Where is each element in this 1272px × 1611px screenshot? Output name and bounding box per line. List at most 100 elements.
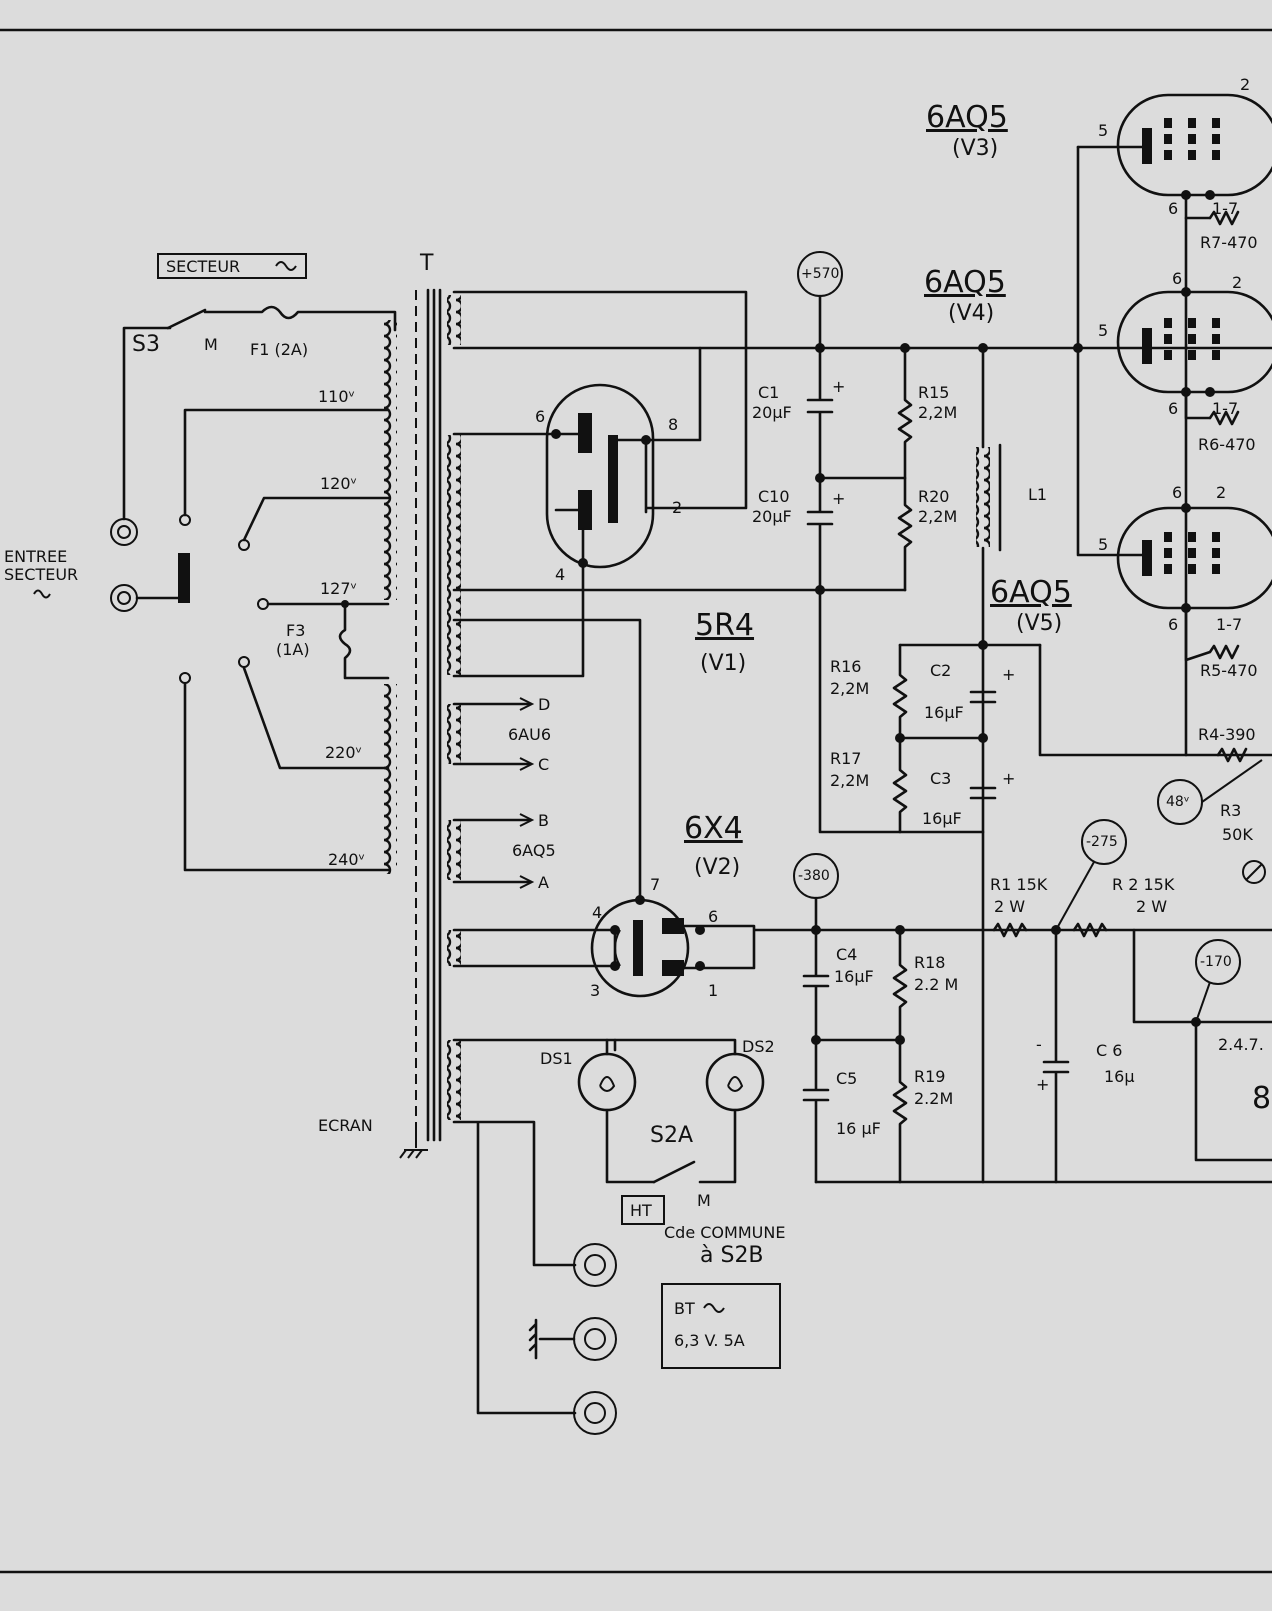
v3-envelope [1116, 93, 1272, 197]
c6-value: 16μ [1104, 1067, 1135, 1086]
bt-jack-3 [573, 1391, 617, 1435]
r16-label: R16 [830, 657, 861, 676]
heater-6au6-label: 6AU6 [508, 725, 551, 744]
v3-ref-label: (V3) [952, 136, 998, 161]
ds1-label: DS1 [540, 1049, 573, 1068]
v3-pin17: 1-7 [1212, 199, 1238, 218]
r19-label: R19 [914, 1067, 945, 1086]
v4-type-label: 6AQ5 [924, 265, 1006, 300]
primary-winding-1 [383, 320, 397, 600]
s2a-label: S2A [650, 1123, 693, 1148]
c6-capacitor [1042, 928, 1070, 1184]
v2-type-label: 6X4 [684, 811, 743, 846]
r1-watt: 2 W [994, 897, 1025, 916]
v3-type-label: 6AQ5 [926, 100, 1008, 135]
primary-winding-2 [383, 684, 397, 874]
v4-envelope [1116, 290, 1272, 394]
r18-label: R18 [914, 953, 945, 972]
pins-247-label: 2.4.7. [1218, 1035, 1264, 1054]
heater-6aq5-winding [447, 820, 461, 880]
f3-label-1: F3 [286, 621, 305, 640]
bias-winding [447, 930, 461, 966]
r16-resistor [892, 643, 908, 740]
ht-label: HT [630, 1201, 652, 1220]
tap-d-label: D [538, 695, 550, 714]
bt-jack-1 [573, 1243, 617, 1287]
r2-label: R 2 15K [1112, 875, 1175, 894]
heater-6au6-winding [447, 704, 461, 764]
tap-a-label: A [538, 873, 549, 892]
r19-resistor [892, 1038, 908, 1184]
v4-pin2: 2 [1232, 273, 1242, 292]
chassis-ground-icon [528, 1318, 576, 1360]
tp-48-value: 48ᵛ [1166, 794, 1190, 810]
r18-value: 2.2 M [914, 975, 958, 994]
tap-120-wire [242, 496, 390, 542]
bt-label: BT [674, 1299, 695, 1318]
c3-label: C3 [930, 769, 951, 788]
r20-value: 2,2M [918, 507, 957, 526]
ht-secondary-winding [447, 435, 461, 675]
c4-value: 16μF [834, 967, 874, 986]
v1-pin2: 2 [672, 498, 682, 517]
c4-label: C4 [836, 945, 857, 964]
r20-label: R20 [918, 487, 949, 506]
c4-capacitor [802, 928, 830, 1042]
divider-section: R16 2,2M R17 2,2M C2 16μF + C3 16μF + [818, 588, 1042, 834]
c3-value: 16μF [922, 809, 962, 828]
ds1-lamp [577, 1052, 637, 1112]
r3-adjust-icon [1242, 860, 1266, 884]
r3-value: 50K [1222, 825, 1253, 844]
r15-resistor [818, 346, 913, 480]
filament-5r4-winding [447, 295, 461, 345]
c5-capacitor [802, 1038, 830, 1184]
tap-120-label: 120ᵛ [320, 474, 357, 493]
r1-label: R1 15K [990, 875, 1048, 894]
mains-jack-2 [110, 584, 138, 612]
tap-110-wire [183, 408, 390, 517]
s2a-switch-blade [652, 1160, 696, 1184]
r15-label: R15 [918, 383, 949, 402]
s2a-m-label: M [697, 1191, 711, 1210]
r5-label: R5-470 [1200, 661, 1258, 680]
v1-type-label: 5R4 [695, 608, 754, 643]
v4-pin6: 6 [1168, 399, 1178, 418]
v5-ref-label: (V5) [1016, 611, 1062, 636]
tp-275-value: -275 [1086, 834, 1118, 850]
r4-resistor [1216, 747, 1248, 763]
c3-capacitor [969, 786, 997, 800]
r16-value: 2,2M [830, 679, 869, 698]
tap-110-label: 110ᵛ [318, 387, 355, 406]
f3-label-2: (1A) [276, 640, 310, 659]
ds2-lamp [705, 1052, 765, 1112]
c10-label: C10 [758, 487, 790, 506]
r2-resistor [1072, 922, 1108, 938]
r6-label: R6-470 [1198, 435, 1256, 454]
ecran-label: ECRAN [318, 1116, 373, 1135]
v1-5r4-tube: 6 8 2 4 5R4 (V1) [535, 346, 754, 676]
v5-pin6-top: 6 [1172, 483, 1182, 502]
c2-label: C2 [930, 661, 951, 680]
c1-label: C1 [758, 383, 779, 402]
c10-capacitor [806, 476, 834, 592]
secteur-box [157, 253, 307, 279]
arrow-icon [519, 697, 535, 771]
tap-220-wire [242, 666, 390, 770]
tap-240-wire [183, 682, 390, 872]
heater-6aq5-label: 6AQ5 [512, 841, 556, 860]
r1-resistor [992, 922, 1028, 938]
v2-pin7: 7 [650, 875, 660, 894]
r3-label: R3 [1220, 801, 1241, 820]
v5-pin5: 5 [1098, 535, 1108, 554]
s3-m-label: M [204, 335, 218, 354]
tp-570-value: +570 [801, 266, 839, 282]
bt-winding [447, 1040, 461, 1120]
v2-ref-label: (V2) [694, 855, 740, 880]
s3-switch-blade [166, 308, 207, 330]
v5-pin17: 1-7 [1216, 615, 1242, 634]
output-tubes: 6AQ5 (V3) 6AQ5 (V4) 6AQ5 (V5) 5 2 6 1-7 … [924, 75, 1272, 763]
v1-pin8: 8 [668, 415, 678, 434]
tp-275 [1081, 819, 1127, 865]
v3-pin5: 5 [1098, 121, 1108, 140]
